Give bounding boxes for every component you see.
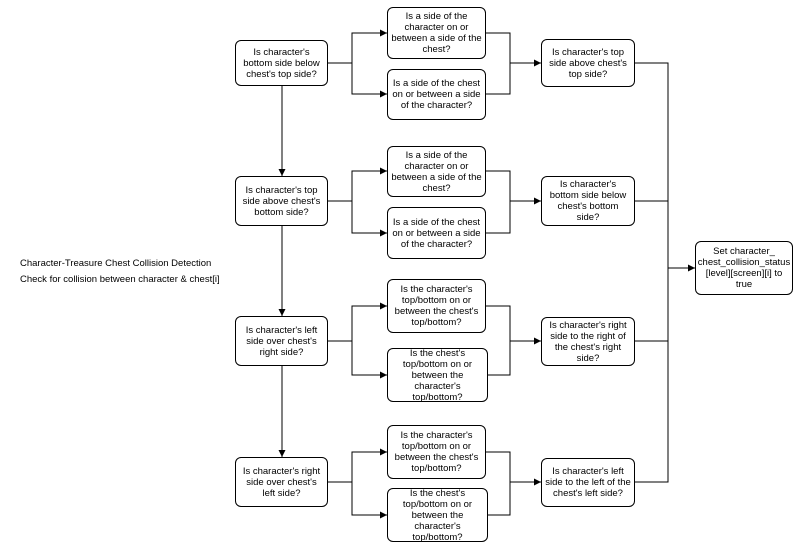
node-q4: Is character's right side over chest's l… [235,457,328,507]
node-q4a: Is the character's top/bottom on or betw… [387,425,486,479]
edge-split-to-q1b [351,63,387,98]
node-r1: Is character's top side above chest's to… [541,39,635,87]
node-q3: Is character's left side over chest's ri… [235,316,328,366]
node-q1: Is character's bottom side below chest's… [235,40,328,86]
edge-split-to-q3b [351,341,387,379]
node-r3: Is character's right side to the right o… [541,317,635,366]
node-q1a: Is a side of the character on or between… [387,7,486,59]
node-q3b: Is the chest's top/bottom on or between … [387,348,488,403]
edge-q2a-to-r2 [486,170,511,201]
edge-split-to-q4b [351,482,387,519]
edge-q3a-to-r3 [486,305,511,341]
node-r2: Is character's bottom side below chest's… [541,176,635,226]
edge-split-to-q2b [351,201,387,237]
node-q2a: Is a side of the character on or between… [387,146,486,197]
node-q2: Is character's top side above chest's bo… [235,176,328,226]
node-q3a: Is the character's top/bottom on or betw… [387,279,486,333]
edge-split-to-q1a [351,29,387,63]
diagram-title: Character-Treasure Chest Collision Detec… [20,258,212,269]
edge-q3b-to-r3 [488,341,511,376]
edge-q1b-to-r1 [486,63,511,95]
edge-r1-to-final [635,62,695,272]
edge-q4a-to-r4 [486,451,511,482]
node-q4b: Is the chest's top/bottom on or between … [387,488,488,543]
diagram-subtitle: Check for collision between character & … [20,274,220,285]
edge-r4-to-final [635,268,669,483]
edge-split-to-q3a [351,302,387,341]
node-q2b: Is a side of the chest on or between a s… [387,207,486,259]
edge-split-to-q2a [351,167,387,201]
edge-q2b-to-r2 [486,201,511,234]
edge-split-to-q4a [351,448,387,482]
node-q1b: Is a side of the chest on or between a s… [387,69,486,120]
node-r4: Is character's left side to the left of … [541,458,635,507]
edge-q1a-to-r1 [486,32,511,63]
node-final: Set character_ chest_collision_status [l… [695,241,793,295]
edge-q4b-to-r4 [488,482,511,516]
